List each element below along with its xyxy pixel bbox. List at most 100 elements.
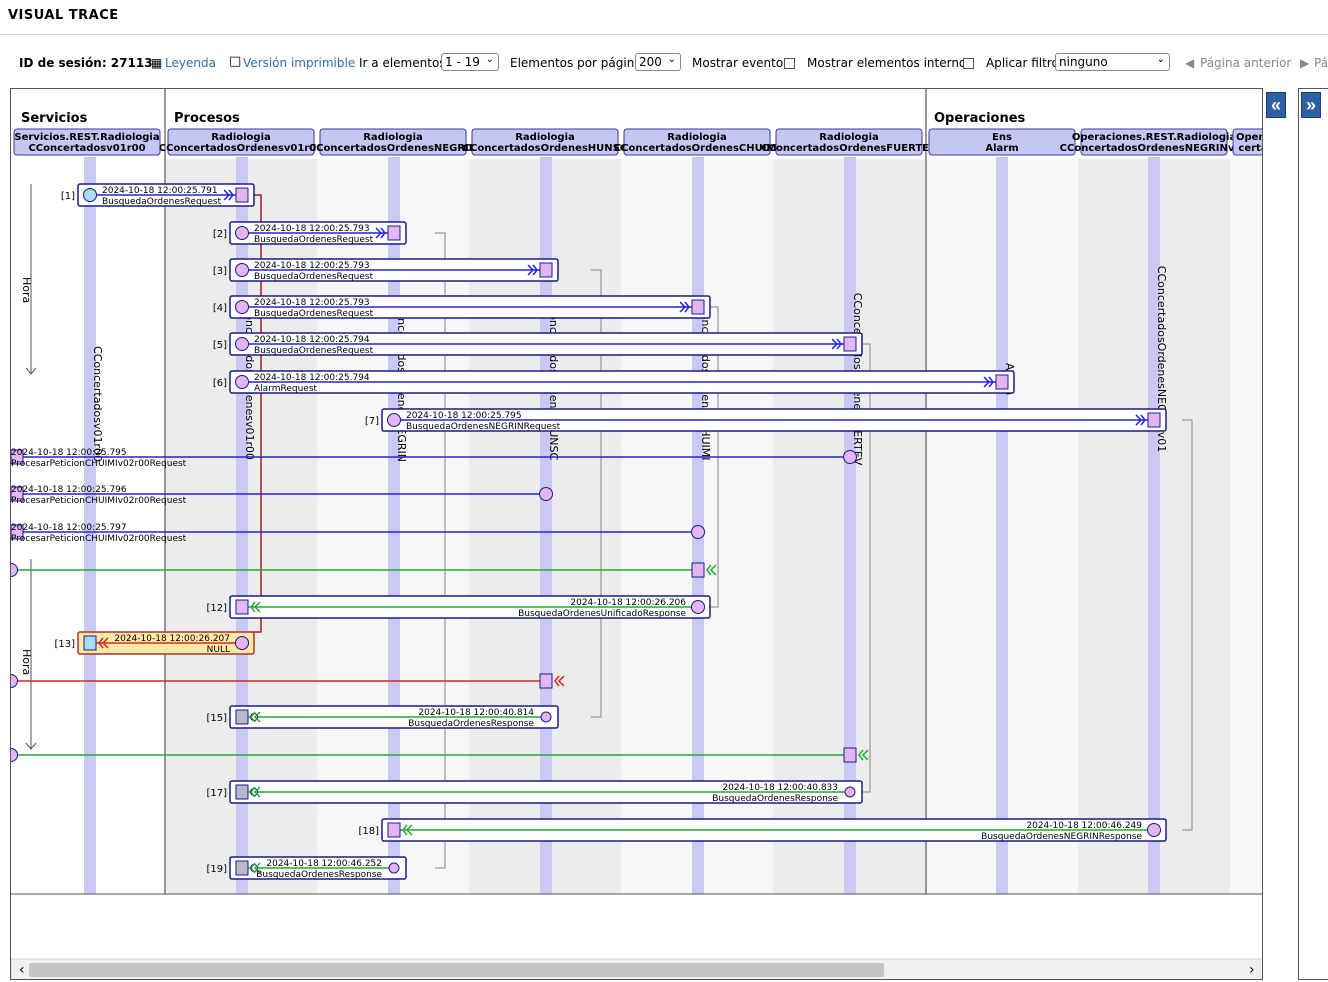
lane-bar <box>996 157 1008 894</box>
source-marker <box>843 450 857 464</box>
source-marker <box>540 711 552 723</box>
lane-header[interactable] <box>471 128 619 156</box>
message-timestamp: 2024-10-18 12:00:25.794 <box>254 335 370 345</box>
section-header: Servicios <box>21 111 88 126</box>
show-events-checkbox[interactable] <box>784 58 795 69</box>
message-name: BusquedaOrdenesUnificadoResponse <box>518 609 686 619</box>
source-marker <box>539 487 553 501</box>
message-number: [18] <box>358 826 379 837</box>
message-number: [13] <box>54 639 75 650</box>
lane-header-line2: CConcertadosOrdenesHUNSC <box>463 143 627 154</box>
expand-right-button[interactable]: » <box>1301 92 1321 118</box>
message-timestamp: 2024-10-18 12:00:46.249 <box>1026 821 1142 831</box>
lane-header[interactable] <box>775 128 923 156</box>
message-timestamp: 2024-10-18 12:00:25.795 <box>406 411 522 421</box>
message-name: ProcesarPeticionCHUIMIv02r00Request <box>11 496 187 506</box>
message-arrowhead <box>250 786 261 798</box>
lane-header-line1: Radiologia <box>819 132 879 143</box>
legend-link[interactable]: Leyenda <box>165 56 216 70</box>
print-icon[interactable]: □ <box>229 54 242 69</box>
message-name: BusquedaOrdenesResponse <box>712 794 838 804</box>
target-marker <box>11 524 24 540</box>
filter-select-value: ninguno <box>1059 55 1108 69</box>
message-timestamp: 2024-10-18 12:00:26.207 <box>114 634 230 644</box>
message-arrowhead <box>402 824 413 836</box>
message-arrowhead <box>554 675 565 687</box>
message-timestamp: 2024-10-18 12:00:25.791 <box>102 186 218 196</box>
message-arrowhead <box>527 264 538 276</box>
show-events-label: Mostrar eventos <box>692 56 790 70</box>
lane-header-line2: CConcertadosOrdenesNEGRINv01 <box>1060 143 1249 154</box>
lane-header-line1: Opera <box>1236 132 1263 143</box>
next-page-icon[interactable]: ▶ <box>1300 56 1310 70</box>
time-axis-arrow <box>25 367 37 375</box>
lane-vertical-label: CConcertadosOrdenesNEGRINv01 <box>1155 266 1168 452</box>
lane-header-line1: Operaciones.REST.Radiologia <box>1072 132 1236 143</box>
lane-header-line2: Alarm <box>985 143 1018 154</box>
app-title: VISUAL TRACE <box>8 8 119 23</box>
source-marker <box>11 674 18 688</box>
message-name: BusquedaOrdenesNEGRINResponse <box>981 832 1142 842</box>
right-pane <box>1298 88 1328 980</box>
lane-header[interactable] <box>623 128 771 156</box>
message-number: [3] <box>213 266 227 277</box>
lane-header[interactable] <box>1080 128 1228 156</box>
message-name: AlarmRequest <box>254 384 318 394</box>
message-arrowhead <box>250 711 261 723</box>
lane-background <box>1230 159 1262 894</box>
message-name: BusquedaOrdenesNEGRINRequest <box>406 422 561 432</box>
lane-header-line1: Radiologia <box>515 132 575 143</box>
reply-connector <box>1182 419 1193 831</box>
target-marker <box>843 336 857 352</box>
message-timestamp: 2024-10-18 12:00:25.795 <box>11 448 127 458</box>
message-arrowhead <box>375 227 386 239</box>
message-name: ProcesarPeticionCHUIMIv02r00Request <box>11 459 187 469</box>
goto-select[interactable]: 1 - 19⌄ <box>441 53 499 71</box>
print-link[interactable]: Versión imprimible <box>243 56 356 70</box>
message-name: BusquedaOrdenesRequest <box>254 346 374 356</box>
target-marker <box>11 486 24 502</box>
show-internal-checkbox[interactable] <box>963 58 974 69</box>
goto-select-value: 1 - 19 <box>445 55 480 69</box>
legend-icon[interactable]: ▦ <box>151 56 163 70</box>
title-divider <box>0 34 1328 35</box>
message-arrowhead <box>858 749 869 761</box>
lane-header[interactable] <box>319 128 467 156</box>
source-marker <box>235 337 249 351</box>
target-marker <box>843 747 857 763</box>
lane-header[interactable] <box>1232 128 1263 156</box>
message-number: [4] <box>213 303 227 314</box>
target-marker <box>83 635 97 651</box>
message-timestamp: 2024-10-18 12:00:25.797 <box>11 523 127 533</box>
target-marker <box>235 709 249 725</box>
source-marker <box>11 563 18 577</box>
prev-page-icon[interactable]: ◀ <box>1185 56 1195 70</box>
message-name: BusquedaOrdenesRequest <box>102 197 222 207</box>
message-number: [12] <box>206 603 227 614</box>
message-number: [6] <box>213 378 227 389</box>
lane-header[interactable] <box>167 128 315 156</box>
target-marker <box>235 860 249 876</box>
lane-header-line1: Servicios.REST.Radiologia <box>14 132 159 143</box>
source-marker <box>235 226 249 240</box>
message-timestamp: 2024-10-18 12:00:40.833 <box>722 783 838 793</box>
message-timestamp: 2024-10-18 12:00:25.793 <box>254 261 370 271</box>
target-marker <box>235 784 249 800</box>
perpage-select[interactable]: 200⌄ <box>635 53 681 71</box>
filter-select[interactable]: ninguno⌄ <box>1055 53 1170 71</box>
source-marker <box>235 300 249 314</box>
next-page-link[interactable]: Pá <box>1314 56 1328 70</box>
scrollbar-thumb[interactable] <box>29 963 884 977</box>
target-marker <box>995 374 1009 390</box>
prev-page-link[interactable]: Página anterior <box>1200 56 1292 70</box>
target-marker <box>691 299 705 315</box>
collapse-left-button[interactable]: « <box>1266 92 1286 118</box>
lane-header[interactable] <box>928 128 1076 156</box>
lane-header[interactable] <box>13 128 161 156</box>
perpage-label: Elementos por página <box>510 56 642 70</box>
message-arrowhead <box>223 189 234 201</box>
message-arrowhead <box>1135 414 1146 426</box>
message-name: BusquedaOrdenesRequest <box>254 272 374 282</box>
